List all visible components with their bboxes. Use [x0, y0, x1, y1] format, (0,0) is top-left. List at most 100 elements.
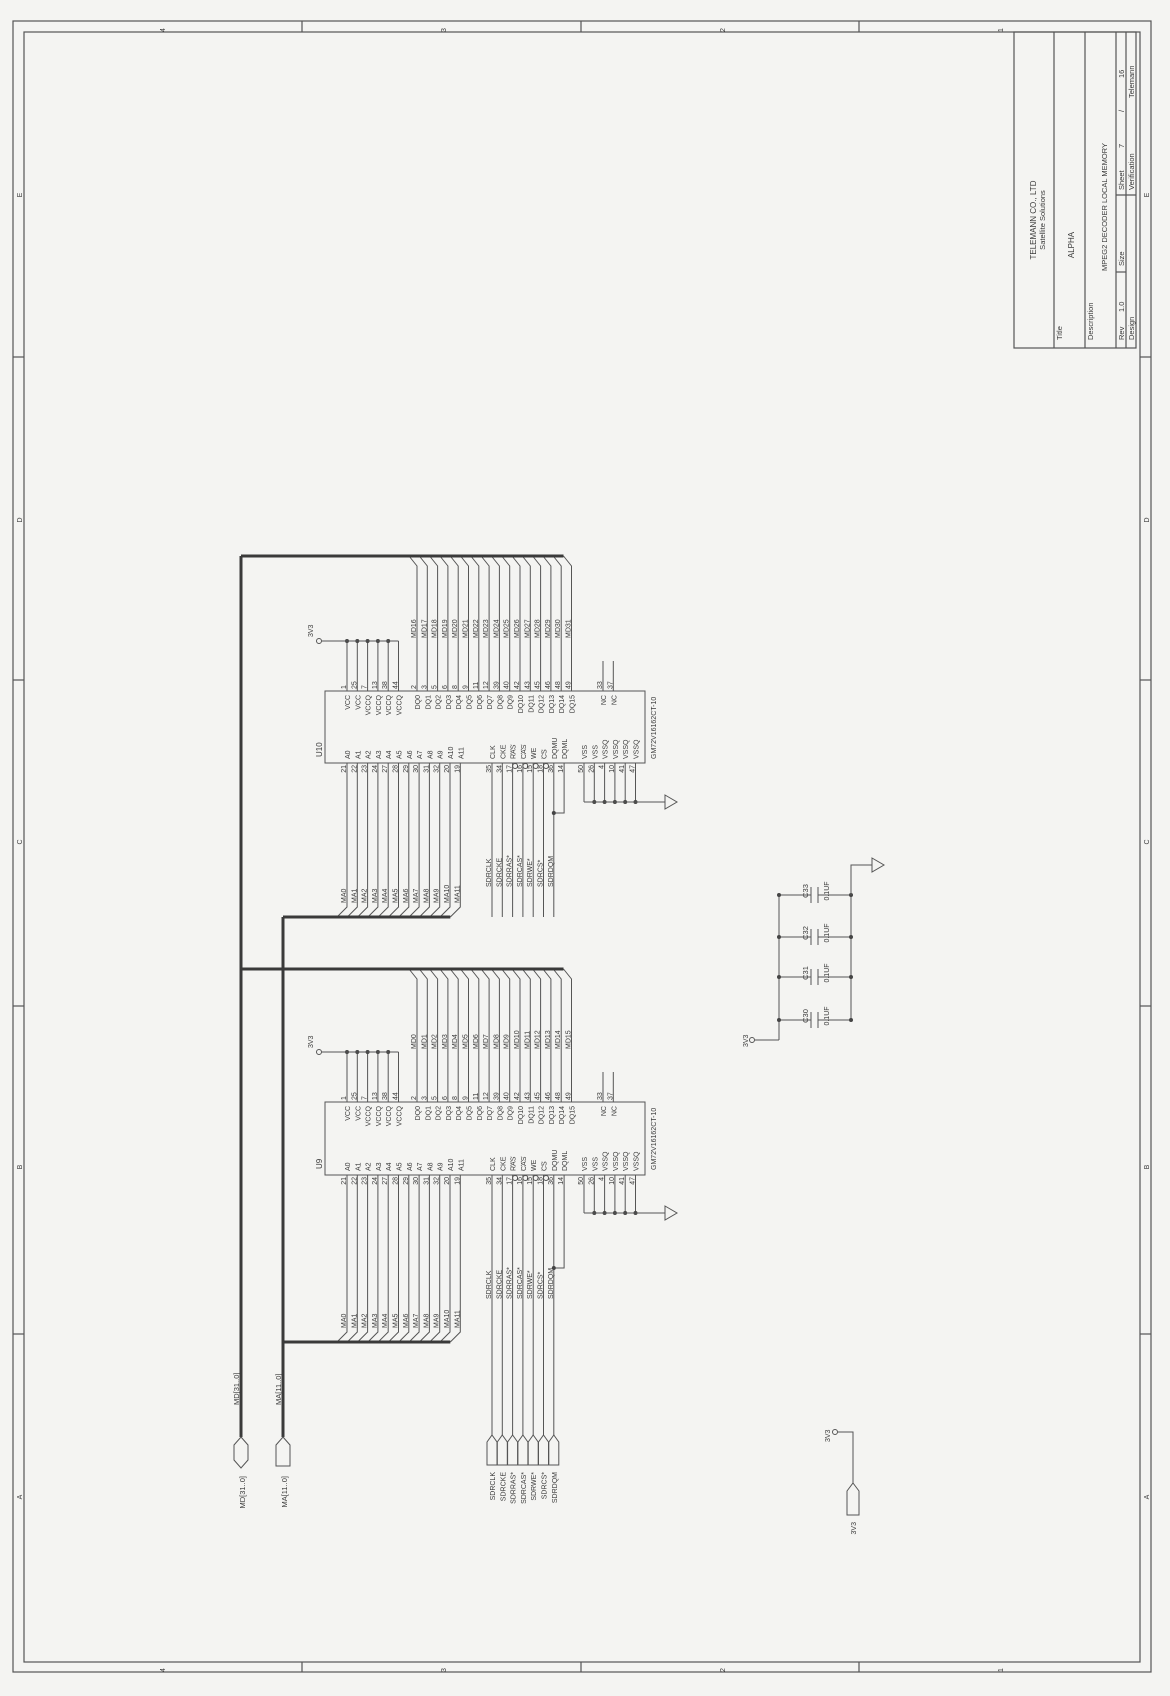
pin-number: 11 [473, 682, 480, 689]
md-net-label: MD0 [411, 1034, 418, 1049]
address-wire [367, 1175, 379, 1343]
sdr-net-label: SDRRAS* [507, 1267, 514, 1299]
ground-icon [664, 1205, 678, 1221]
pin-number: 19 [454, 765, 461, 773]
ma-net-label: MA1 [351, 889, 358, 904]
pin-name: DQ7 [487, 695, 494, 710]
address-wire [398, 1175, 410, 1343]
power-net-label: 3V3 [308, 624, 315, 637]
junction-dot [777, 935, 781, 939]
pin-name: VSSQ [623, 1151, 630, 1171]
address-wire [377, 763, 389, 918]
pin-name: DQ14 [559, 1106, 566, 1124]
pin-number: 13 [372, 681, 379, 689]
ma-net-label: MA11 [454, 1310, 461, 1328]
pin-name: VCCQ [376, 694, 383, 715]
sdr-net-label: SDRCAS* [517, 855, 524, 887]
ma-net-label: MA8 [423, 889, 430, 904]
zone-row-label: D [17, 517, 24, 522]
ma-net-label: MA4 [382, 889, 389, 904]
pin-number: 25 [351, 1092, 358, 1100]
pin-number: 8 [452, 685, 459, 689]
chip-body [324, 690, 646, 764]
ma-net-label: MA8 [423, 1314, 430, 1329]
sheet-label: Sheet [1117, 169, 1126, 190]
pin-number: 43 [524, 681, 531, 689]
pin-name: VSSQ [634, 739, 641, 759]
pin-name: VSSQ [613, 739, 620, 759]
power-net-label: 3V3 [743, 1034, 750, 1047]
pin-name: CS [542, 1161, 549, 1171]
md-net-label: MD5 [463, 1034, 470, 1049]
data-wire [460, 968, 469, 1102]
rev-label: Rev [1117, 326, 1126, 340]
ma-net-label: MA11 [454, 885, 461, 903]
sdr-net-label: SDRCLK [486, 1270, 493, 1299]
md-net-label: MD6 [473, 1034, 480, 1049]
pin-name: DQ5 [467, 695, 474, 710]
ma-net-label: MA2 [362, 889, 369, 904]
pin-name: CKE [500, 1156, 507, 1171]
pin-name: VCCQ [386, 694, 393, 715]
data-wire [521, 968, 531, 1102]
md-net-label: MD10 [514, 1030, 521, 1049]
power-port-icon [749, 1037, 755, 1043]
data-wire [449, 968, 459, 1102]
ma-net-label: MA4 [382, 1314, 389, 1329]
data-wire [552, 555, 562, 691]
ground-icon [871, 857, 885, 873]
pin-name: CAS [521, 1156, 528, 1171]
verification-label: Verification [1127, 153, 1136, 190]
address-wire [357, 763, 369, 918]
power-port-icon [316, 638, 322, 644]
pin-name: A5 [397, 750, 404, 759]
pin-number: 11 [473, 1093, 480, 1100]
sdr-port-icon [486, 1434, 498, 1466]
pin-number: 20 [444, 765, 451, 773]
ground-icon [664, 794, 678, 810]
pin-name: A1 [355, 750, 362, 759]
pin-number: 9 [463, 1096, 470, 1100]
pin-number: 14 [558, 765, 565, 773]
pin-name: A3 [376, 750, 383, 759]
data-wire [542, 968, 552, 1102]
pin-number: 31 [423, 765, 430, 773]
pin-name: A6 [407, 750, 414, 759]
pin-name: DQ5 [467, 1106, 474, 1121]
sdr-port-icon [548, 1434, 560, 1466]
junction-dot [849, 935, 853, 939]
zone-row-label: C [1144, 839, 1151, 844]
pin-number: 46 [545, 681, 552, 689]
pin-name: A11 [458, 1159, 465, 1171]
data-wire [408, 555, 418, 691]
capacitor-value: 0.1UF [824, 1006, 831, 1025]
pin-name: VCCQ [366, 1105, 373, 1126]
pin-name: DQ2 [436, 695, 443, 710]
pin-name: RAS [511, 1156, 518, 1171]
pin-name: DQ13 [549, 1106, 556, 1124]
pin-name: DQ10 [518, 695, 525, 713]
ma-net-label: MA0 [341, 1314, 348, 1329]
data-wire [532, 968, 542, 1102]
pin-number: 28 [393, 1177, 400, 1185]
pin-number: 15 [527, 1177, 534, 1185]
junction-dot [777, 975, 781, 979]
pin-name: VSS [592, 745, 599, 759]
pin-number: 44 [393, 681, 400, 689]
md-net-label: MD29 [545, 619, 552, 638]
sdr-port-label: SDRCKE [500, 1472, 507, 1502]
chip-ref: U9 [315, 1158, 324, 1169]
data-wire [429, 555, 439, 691]
data-wire [418, 555, 428, 691]
sdr-net-label: SDRCS* [538, 1271, 545, 1299]
zone-row-label: A [17, 1494, 24, 1499]
address-wire [346, 1175, 358, 1343]
pin-number: 45 [535, 681, 542, 689]
capacitor-ref: C33 [801, 884, 810, 898]
md-net-label: MD27 [524, 619, 531, 638]
md-net-label: MD25 [504, 619, 511, 638]
ma-net-label: MA1 [351, 1314, 358, 1329]
pin-number: 4 [599, 765, 606, 769]
pin-name: A10 [448, 1158, 455, 1171]
